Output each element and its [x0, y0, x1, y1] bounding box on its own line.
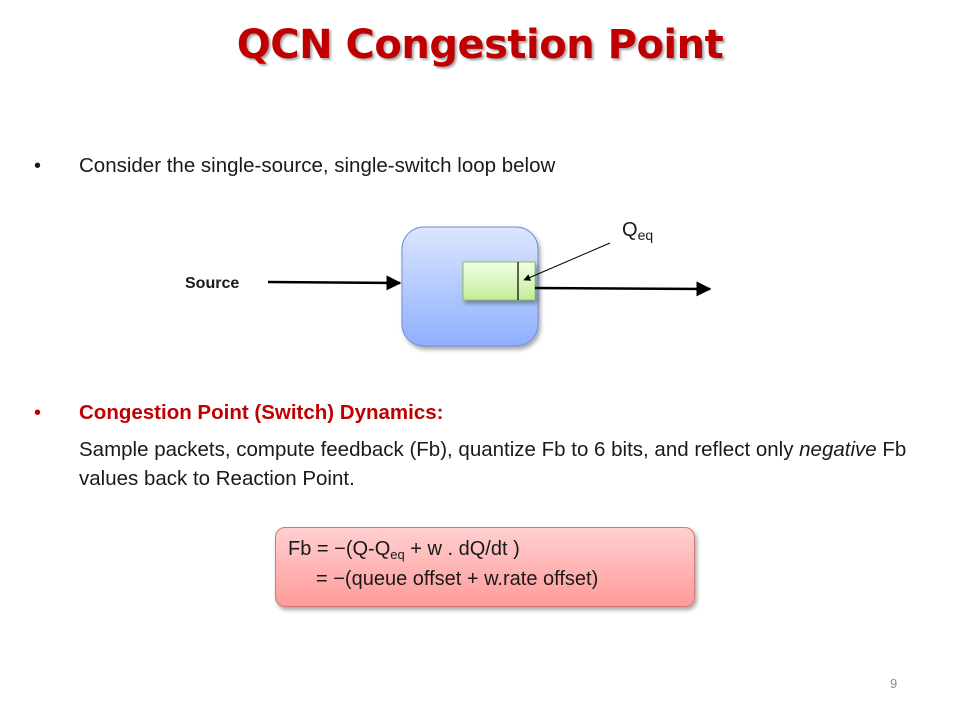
bullet-item: • Congestion Point (Switch) Dynamics: — [34, 398, 934, 428]
bullet-text: Consider the single-source, single-switc… — [79, 154, 556, 177]
bullet-text-heading: Congestion Point (Switch) Dynamics: — [79, 401, 444, 424]
bullet-dot-icon: • — [34, 402, 42, 424]
queue-buffer — [462, 261, 536, 301]
qeq-label: Qeq — [622, 219, 653, 243]
qeq-subscript: eq — [637, 227, 654, 243]
feedback-formula-box: Fb = −(Q-Qeq + w . dQ/dt ) = −(queue off… — [275, 527, 695, 607]
dynamics-description: Sample packets, compute feedback (Fb), q… — [79, 435, 939, 493]
description-emphasis: negative — [799, 438, 877, 461]
formula-line-2: = −(queue offset + w.rate offset) — [316, 568, 599, 590]
output-arrow — [534, 281, 712, 297]
formula-subscript: eq — [390, 547, 405, 562]
description-part1: Sample packets, compute feedback (Fb), q… — [79, 438, 800, 461]
formula-prefix: Fb = −(Q-Q — [288, 538, 391, 560]
description-part2: Fb values back to Reaction Point. — [79, 438, 907, 490]
bullet-dot-icon: • — [34, 155, 42, 177]
bullet-item: • Consider the single-source, single-swi… — [34, 151, 934, 181]
page-number: 9 — [890, 676, 898, 691]
qeq-main: Q — [622, 219, 638, 241]
switch-box — [401, 226, 539, 347]
qeq-pointer-arrow — [523, 242, 611, 281]
source-label: Source — [185, 275, 240, 292]
formula-suffix: + w . dQ/dt ) — [404, 538, 520, 560]
source-input-arrow — [267, 275, 402, 291]
formula-line-1: Fb = −(Q-Qeq + w . dQ/dt ) — [288, 538, 520, 562]
slide-title: QCN Congestion Point — [236, 22, 724, 68]
